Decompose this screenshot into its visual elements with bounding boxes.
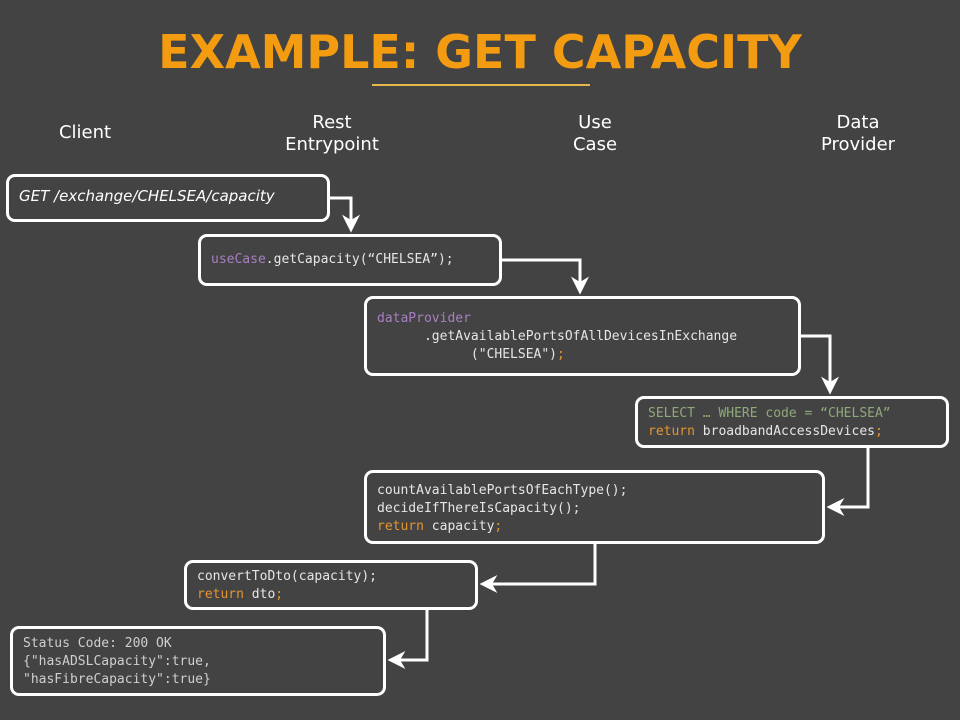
json-line: "hasFibreCapacity":true} xyxy=(23,672,211,687)
code-terminator: ; xyxy=(494,519,503,534)
return-keyword: return xyxy=(197,587,244,602)
return-value: capacity xyxy=(423,519,495,534)
request-box: GET /exchange/CHELSEA/capacity xyxy=(6,174,330,222)
column-header-line: Provider xyxy=(820,134,896,155)
column-header-rest-entrypoint: Rest Entrypoint xyxy=(262,112,402,156)
code-line: decideIfThereIsCapacity(); xyxy=(377,501,581,516)
arrow-convert-to-response xyxy=(387,610,429,669)
code-line: .getAvailablePortsOfAllDevicesInExchange xyxy=(377,329,738,344)
arrow-entrypoint-to-usecase xyxy=(502,258,589,295)
json-line: {"hasADSLCapacity":true, xyxy=(23,654,211,669)
code-terminator: ; xyxy=(874,424,883,439)
column-header-data-provider: Data Provider xyxy=(800,112,916,156)
column-header-use-case: Use Case xyxy=(545,112,645,156)
column-header-line: Case xyxy=(572,134,618,155)
page-title: EXAMPLE: GET CAPACITY xyxy=(158,25,802,79)
column-header-line: Client xyxy=(58,122,112,143)
code-terminator: ; xyxy=(557,347,565,362)
arrow-usecase-to-convert xyxy=(479,544,597,593)
arrow-data-provider-to-usecase xyxy=(826,448,870,516)
arrow-usecase-to-data-provider xyxy=(801,334,839,395)
code-text: ("CHELSEA") xyxy=(377,347,558,362)
convert-box: convertToDto(capacity); return dto; xyxy=(184,560,478,610)
status-line: Status Code: 200 OK xyxy=(23,636,172,651)
arrow-request-to-entrypoint xyxy=(330,196,360,233)
title-underline xyxy=(372,84,590,86)
column-header-line: Use xyxy=(578,112,612,133)
return-keyword: return xyxy=(648,424,695,439)
return-keyword: return xyxy=(377,519,424,534)
usecase-logic-box: countAvailablePortsOfEachType(); decideIf… xyxy=(364,470,825,544)
code-text: .getCapacity(“CHELSEA”); xyxy=(265,252,454,267)
sql-query: SELECT … WHERE code = “CHELSEA” xyxy=(648,406,891,421)
column-header-line: Entrypoint xyxy=(285,134,379,155)
code-terminator: ; xyxy=(275,587,284,602)
code-line: convertToDto(capacity); xyxy=(197,569,378,584)
entrypoint-call-box: useCase.getCapacity(“CHELSEA”); xyxy=(198,234,502,286)
request-text: GET /exchange/CHELSEA/capacity xyxy=(19,187,275,205)
return-value: dto xyxy=(243,587,276,602)
code-variable: useCase xyxy=(211,252,266,267)
usecase-call-box: dataProvider .getAvailablePortsOfAllDevi… xyxy=(364,296,801,376)
code-line: countAvailablePortsOfEachType(); xyxy=(377,483,628,498)
column-header-line: Data xyxy=(836,112,880,133)
response-box: Status Code: 200 OK {"hasADSLCapacity":tr… xyxy=(10,626,386,696)
code-variable: dataProvider xyxy=(377,311,471,326)
return-value: broadbandAccessDevices xyxy=(694,424,875,439)
column-header-line: Rest xyxy=(312,112,352,133)
data-provider-box: SELECT … WHERE code = “CHELSEA” return br… xyxy=(635,396,949,448)
column-header-client: Client xyxy=(30,122,140,144)
